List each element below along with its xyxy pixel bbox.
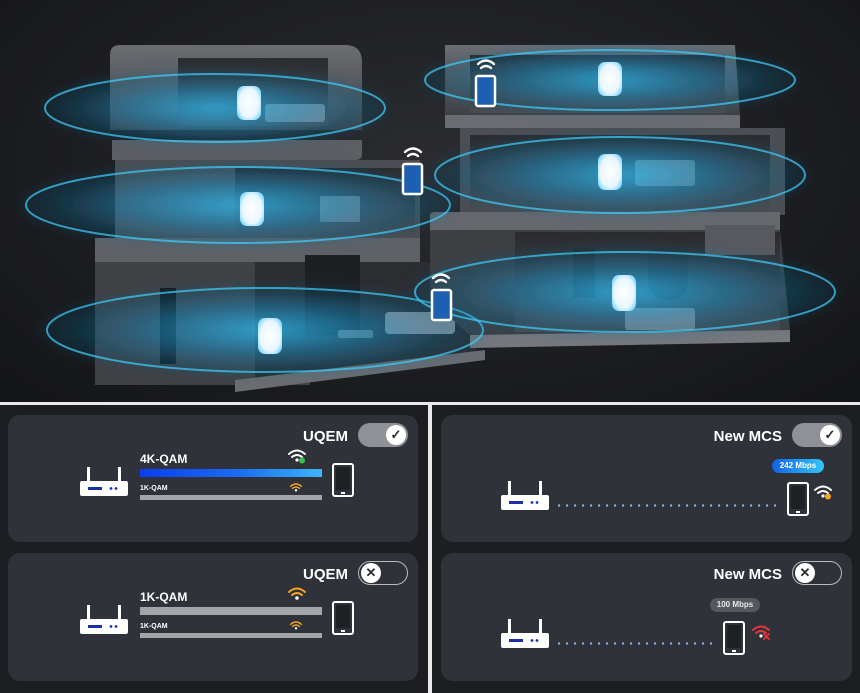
- horizontal-divider: [0, 402, 860, 405]
- router-icon: [80, 467, 128, 496]
- close-icon: ✕: [795, 563, 815, 583]
- modulation-label: 1K-QAM: [140, 590, 188, 604]
- wifi-icon: [814, 485, 832, 500]
- wifi-icon: [403, 59, 496, 284]
- mcs-off-card: New MCS ✕ 100 Mbps: [441, 553, 852, 681]
- mcs-toggle[interactable]: ✓: [792, 423, 842, 447]
- wifi-icon: [288, 449, 306, 464]
- phone-icon: [332, 601, 354, 635]
- phone-icon: [723, 621, 745, 655]
- wifi-icon: [288, 587, 306, 600]
- modulation-label: 1K-QAM: [140, 485, 168, 492]
- connection-line: [555, 642, 715, 645]
- router-icon: [501, 481, 549, 510]
- phone-icon: [401, 74, 497, 322]
- modulation-label: 1K-QAM: [140, 623, 168, 630]
- router-icon: [80, 605, 128, 634]
- uqem-title: UQEM: [303, 566, 348, 583]
- uqem-off-card: UQEM ✕ 1K-QAM 1K-QAM: [8, 553, 418, 681]
- signal-bar-1k: [140, 607, 322, 615]
- signal-bar-4k: [140, 469, 322, 477]
- check-icon: ✓: [820, 425, 840, 445]
- mcs-on-card: New MCS ✓ 242 Mbps: [441, 415, 852, 542]
- wifi-icon: [290, 483, 302, 492]
- vertical-divider: [428, 405, 432, 693]
- phone-icon: [332, 463, 354, 497]
- coverage-discs: [18, 46, 840, 375]
- mcs-title: New MCS: [713, 428, 782, 445]
- signal-bar-1k: [140, 633, 322, 638]
- wifi-icon: [752, 625, 770, 640]
- phone-icon: [787, 482, 809, 516]
- check-icon: ✓: [386, 425, 406, 445]
- wifi-icon: [290, 621, 302, 630]
- uqem-title: UQEM: [303, 428, 348, 445]
- modulation-label: 4K-QAM: [140, 452, 188, 466]
- speed-badge: 100 Mbps: [710, 598, 760, 612]
- connection-line: [555, 504, 779, 507]
- mesh-house-graphic: [18, 45, 840, 392]
- house-illustration: [0, 0, 860, 402]
- uqem-toggle[interactable]: ✕: [358, 561, 408, 585]
- signal-bar-1k: [140, 495, 322, 500]
- mesh-node-icon: [237, 62, 636, 354]
- uqem-on-card: UQEM ✓ 4K-QAM 1K-QAM: [8, 415, 418, 542]
- mcs-title: New MCS: [713, 566, 782, 583]
- close-icon: ✕: [361, 563, 381, 583]
- speed-badge: 242 Mbps: [772, 459, 824, 473]
- router-icon: [501, 619, 549, 648]
- mcs-toggle[interactable]: ✕: [792, 561, 842, 585]
- uqem-toggle[interactable]: ✓: [358, 423, 408, 447]
